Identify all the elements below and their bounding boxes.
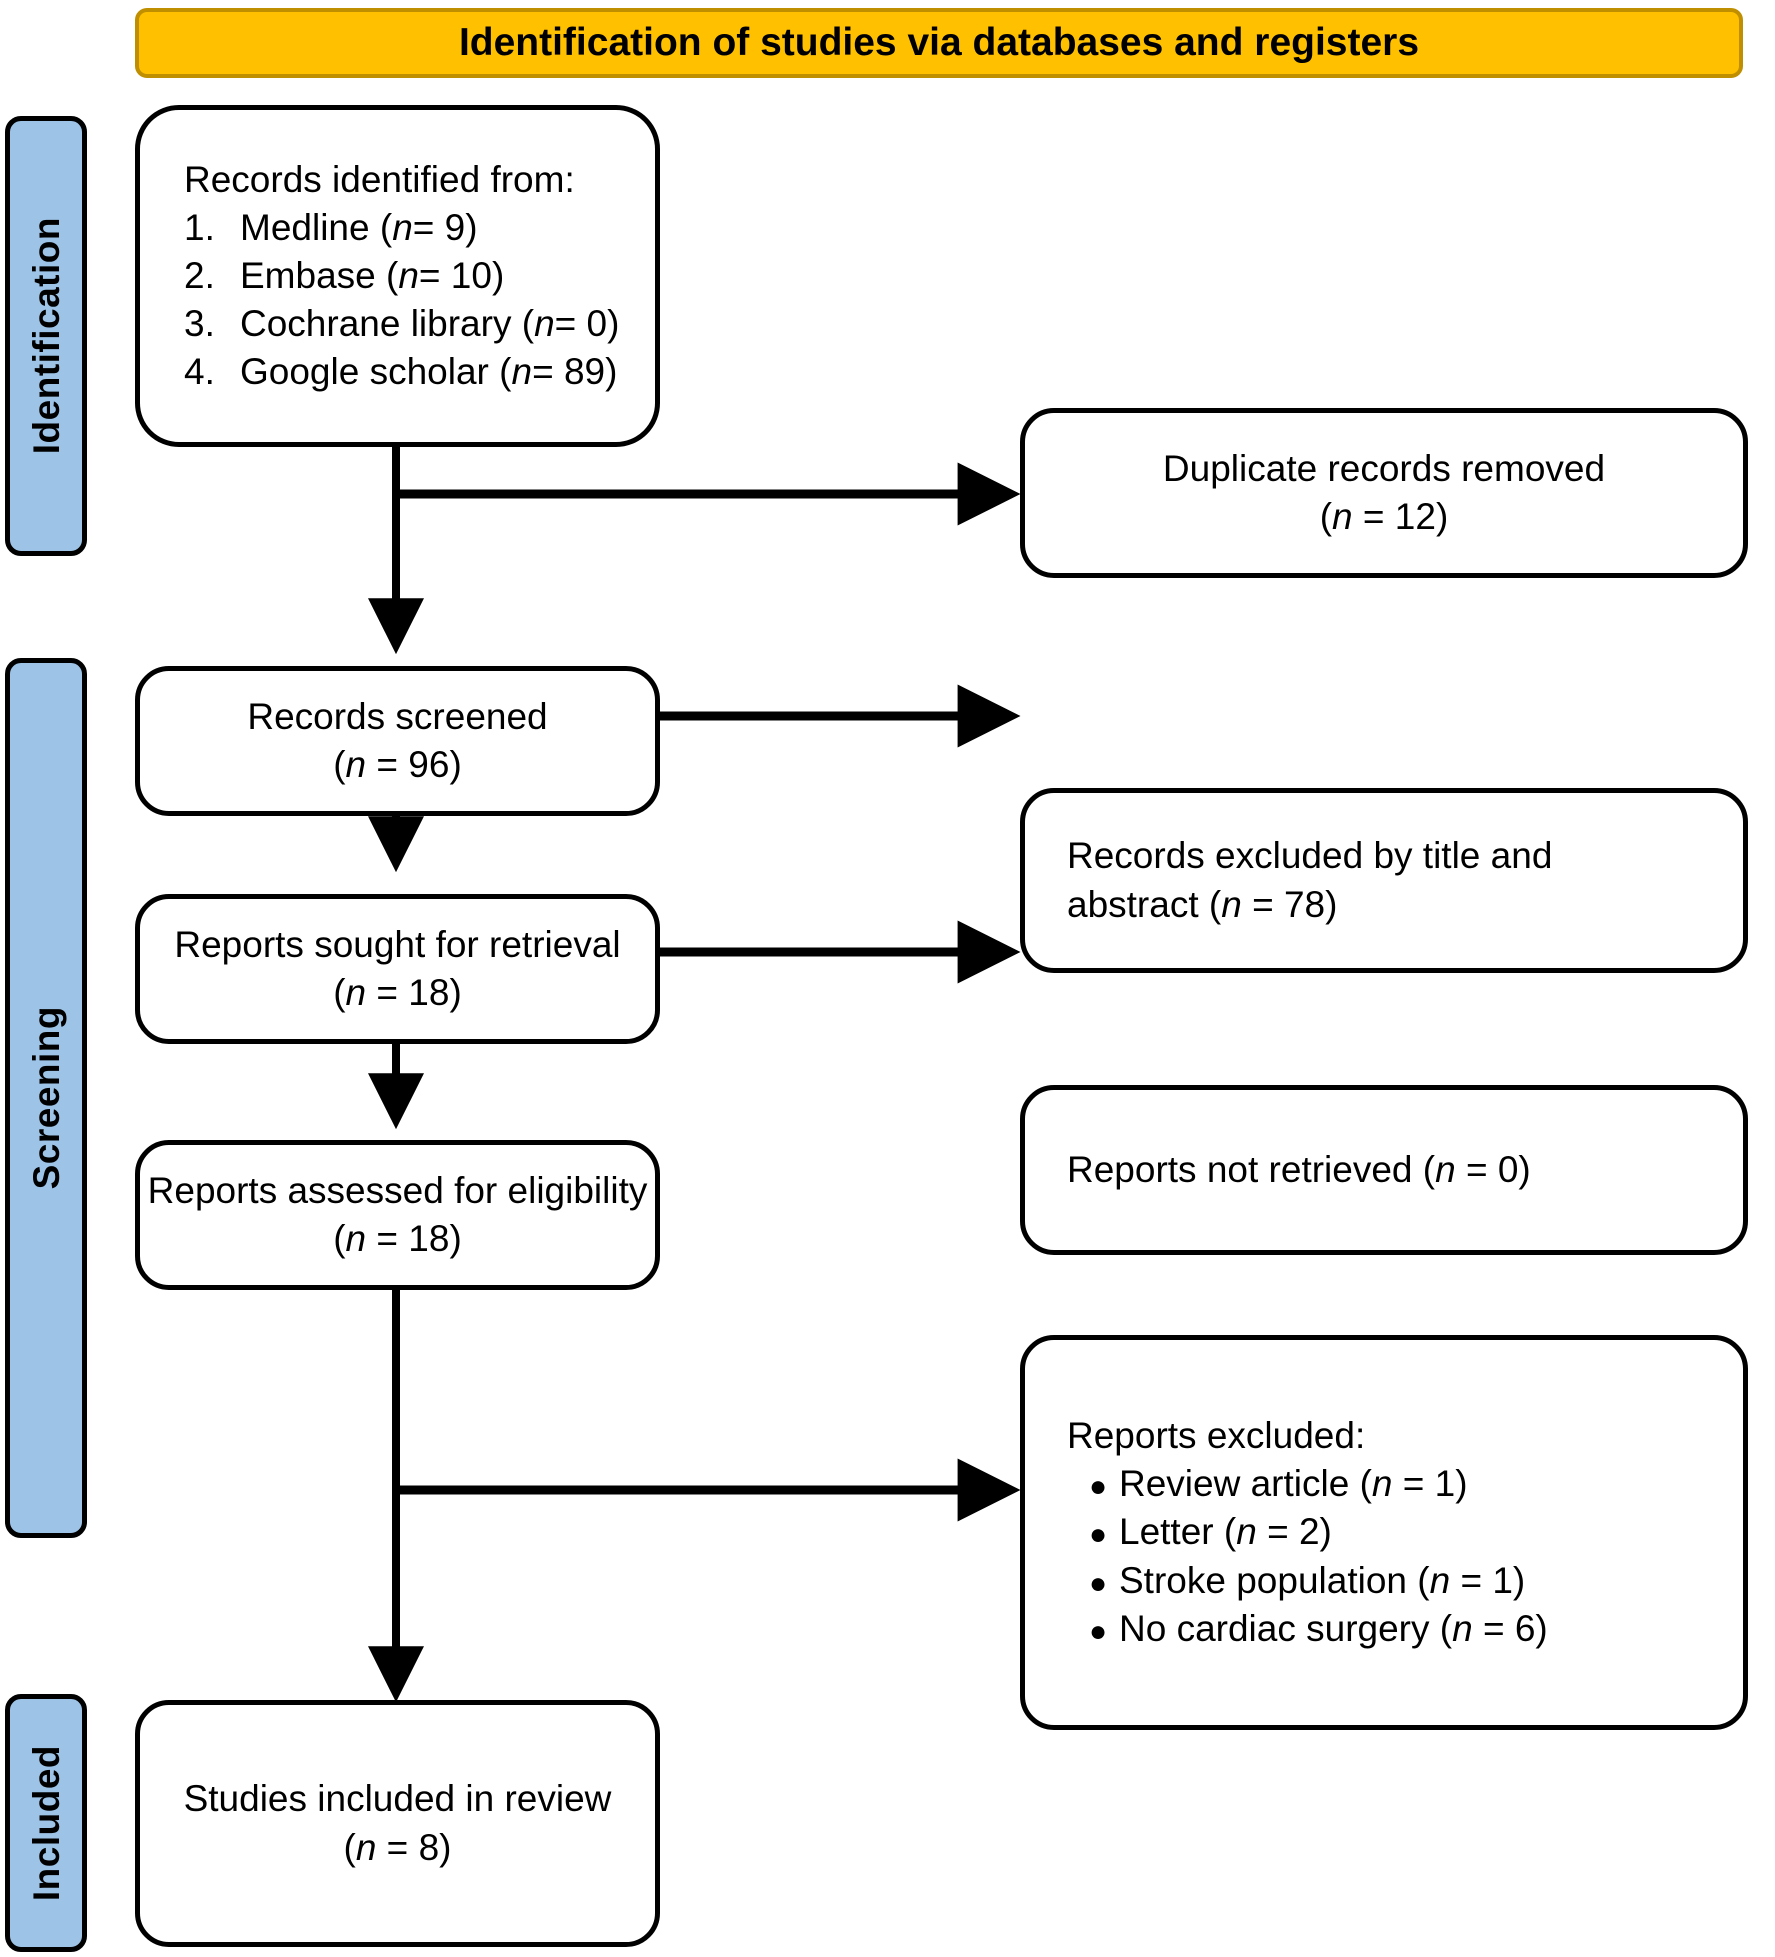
- source-number: 3.: [184, 303, 215, 345]
- box-studies-included: Studies included in review (n = 8): [135, 1700, 660, 1947]
- reports-excluded-reason-list: ● Review article (n = 1) ● Letter (n = 2…: [1067, 1460, 1548, 1652]
- box-records-screened: Records screened (n = 96): [135, 666, 660, 816]
- reason-text: Review article (n = 1): [1119, 1463, 1468, 1505]
- reports-not-retrieved-label: Reports not retrieved (n = 0): [1067, 1148, 1531, 1190]
- source-n-open: (: [379, 206, 393, 248]
- records-identified-source-list: 1. Medline (n = 9) 2. Embase (n = 10) 3.…: [184, 204, 619, 396]
- list-item: 4. Google scholar (n = 89): [184, 348, 619, 396]
- source-name: Cochrane library: [240, 303, 512, 345]
- bullet-icon: ●: [1089, 1566, 1108, 1600]
- source-n-label: n: [511, 351, 533, 393]
- reports-excluded-title: Reports excluded:: [1067, 1415, 1366, 1457]
- reports-sought-label: Reports sought for retrieval: [174, 923, 621, 965]
- bullet-icon: ●: [1089, 1470, 1108, 1504]
- list-item: 2. Embase (n = 10): [184, 252, 619, 300]
- list-item: ● No cardiac surgery (n = 6): [1089, 1605, 1548, 1653]
- list-item: 1. Medline (n = 9): [184, 204, 619, 252]
- reason-text: No cardiac surgery (n = 6): [1119, 1607, 1548, 1649]
- box-reports-not-retrieved: Reports not retrieved (n = 0): [1020, 1085, 1748, 1255]
- duplicates-removed-label: Duplicate records removed: [1162, 447, 1606, 489]
- records-excluded-label-line2: abstract (n = 78): [1067, 883, 1338, 925]
- stage-label-identification: Identification: [25, 217, 67, 455]
- records-identified-title: Records identified from:: [184, 158, 575, 200]
- box-records-excluded: Records excluded by title and abstract (…: [1020, 788, 1748, 973]
- studies-included-label: Studies included in review: [183, 1778, 612, 1820]
- source-number: 4.: [184, 351, 215, 393]
- records-screened-label: Records screened: [247, 695, 548, 737]
- source-n-open: (: [521, 303, 535, 345]
- bullet-icon: ●: [1089, 1518, 1108, 1552]
- records-excluded-label-line1: Records excluded by title and: [1067, 835, 1553, 877]
- bullet-icon: ●: [1089, 1614, 1108, 1648]
- stage-bar-screening: Screening: [5, 658, 87, 1538]
- box-reports-sought: Reports sought for retrieval (n = 18): [135, 894, 660, 1044]
- stage-label-included: Included: [25, 1744, 67, 1902]
- records-screened-count: (n = 96): [333, 744, 462, 785]
- header-banner: Identification of studies via databases …: [135, 8, 1743, 78]
- box-duplicate-records-removed: Duplicate records removed (n = 12): [1020, 408, 1748, 578]
- box-reports-assessed: Reports assessed for eligibility (n = 18…: [135, 1140, 660, 1290]
- source-n-label: n: [398, 254, 419, 296]
- studies-included-count: (n = 8): [343, 1826, 452, 1868]
- list-item: ● Stroke population (n = 1): [1089, 1557, 1548, 1605]
- source-name: Medline: [240, 206, 370, 248]
- box-reports-excluded: Reports excluded: ● Review article (n = …: [1020, 1335, 1748, 1730]
- reports-assessed-count: (n = 18): [333, 1218, 462, 1259]
- stage-label-screening: Screening: [25, 1006, 67, 1190]
- source-name: Embase: [240, 254, 376, 296]
- source-number: 1.: [184, 206, 215, 248]
- source-n-open: (: [499, 351, 512, 393]
- source-n-label: n: [392, 206, 413, 248]
- reports-sought-count: (n = 18): [333, 972, 462, 1013]
- page-title: Identification of studies via databases …: [458, 20, 1420, 64]
- source-n-value: = 10): [418, 254, 505, 296]
- list-item: ● Letter (n = 2): [1089, 1508, 1548, 1556]
- source-name: Google scholar: [240, 351, 489, 393]
- source-n-value: = 0): [554, 303, 620, 345]
- list-item: ● Review article (n = 1): [1089, 1460, 1548, 1508]
- list-item: 3. Cochrane library (n = 0): [184, 300, 619, 348]
- reason-text: Stroke population (n = 1): [1119, 1559, 1526, 1601]
- source-n-label: n: [534, 303, 555, 345]
- reports-assessed-label: Reports assessed for eligibility: [147, 1169, 648, 1211]
- source-n-value: = 9): [412, 206, 478, 248]
- source-n-open: (: [386, 254, 399, 296]
- stage-bar-identification: Identification: [5, 116, 87, 556]
- stage-bar-included: Included: [5, 1694, 87, 1952]
- box-records-identified: Records identified from: 1. Medline (n =…: [135, 105, 660, 447]
- source-n-value: = 89): [532, 351, 618, 393]
- source-number: 2.: [184, 254, 215, 296]
- duplicates-removed-count: (n = 12): [1319, 496, 1449, 537]
- reason-text: Letter (n = 2): [1119, 1511, 1332, 1553]
